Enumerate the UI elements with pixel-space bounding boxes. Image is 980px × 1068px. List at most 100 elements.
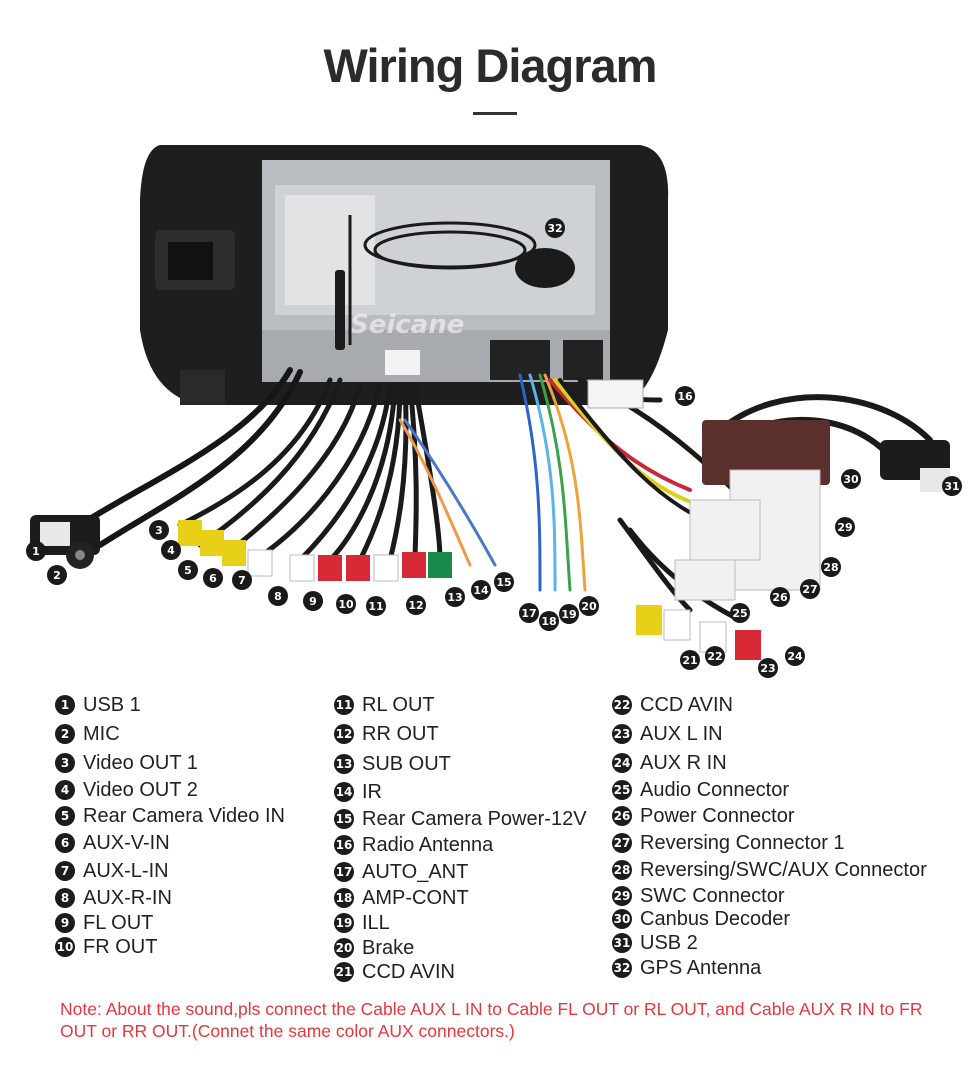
svg-text:12: 12: [408, 599, 423, 612]
legend-label: RL OUT: [362, 693, 435, 716]
legend-number-badge: 20: [334, 938, 354, 958]
svg-text:3: 3: [155, 524, 163, 537]
svg-text:4: 4: [167, 544, 175, 557]
svg-text:26: 26: [772, 591, 788, 604]
legend-number-badge: 27: [612, 833, 632, 853]
callout-23: 23: [758, 658, 778, 678]
svg-text:28: 28: [823, 561, 838, 574]
chassis: Seicane: [262, 160, 610, 382]
legend-item: 15 Rear Camera Power-12V: [334, 806, 587, 832]
callout-8: 8: [268, 586, 288, 606]
title-underline: [473, 112, 517, 115]
svg-text:31: 31: [944, 480, 959, 493]
legend-label: IR: [362, 780, 382, 803]
legend-label: SWC Connector: [640, 884, 785, 907]
legend-label: RR OUT: [362, 722, 439, 745]
legend-number-badge: 10: [55, 937, 75, 957]
legend-label: AMP-CONT: [362, 886, 469, 909]
legend-label: AUX R IN: [640, 751, 727, 774]
legend-number-badge: 9: [55, 913, 75, 933]
svg-text:17: 17: [521, 607, 536, 620]
legend-number-badge: 28: [612, 860, 632, 880]
svg-text:13: 13: [447, 591, 462, 604]
connectors: [30, 379, 950, 601]
legend-item: 26 Power Connector: [612, 803, 795, 829]
legend-number-badge: 12: [334, 724, 354, 744]
legend-number-badge: 15: [334, 809, 354, 829]
callout-21: 21: [680, 650, 700, 670]
callout-29: 29: [835, 517, 855, 537]
svg-text:2: 2: [53, 569, 61, 582]
svg-text:29: 29: [837, 521, 852, 534]
legend-label: Radio Antenna: [362, 833, 494, 856]
svg-text:16: 16: [677, 390, 693, 403]
callout-19: 19: [559, 604, 579, 624]
rca-plugs: [178, 520, 761, 660]
legend-number-badge: 13: [334, 754, 354, 774]
callout-11: 11: [366, 596, 386, 616]
legend-label: AUX-V-IN: [83, 831, 170, 854]
callout-15: 15: [494, 572, 514, 592]
legend-item: 6 AUX-V-IN: [55, 830, 170, 856]
callout-13: 13: [445, 587, 465, 607]
legend-number-badge: 22: [612, 695, 632, 715]
svg-text:8: 8: [274, 590, 282, 603]
legend-number-badge: 6: [55, 833, 75, 853]
callout-24: 24: [785, 646, 805, 666]
svg-text:20: 20: [581, 600, 597, 613]
callout-6: 6: [203, 568, 223, 588]
svg-text:25: 25: [732, 607, 747, 620]
callout-18: 18: [539, 611, 559, 631]
legend-label: Power Connector: [640, 804, 795, 827]
callout-20: 20: [579, 596, 599, 616]
legend-number-badge: 14: [334, 782, 354, 802]
legend-number-badge: 17: [334, 862, 354, 882]
legend-label: Brake: [362, 936, 415, 959]
callout-32: 32: [545, 218, 565, 238]
callout-31: 31: [942, 476, 962, 496]
callout-2: 2: [47, 565, 67, 585]
callout-16: 16: [675, 386, 695, 406]
callout-14: 14: [471, 580, 491, 600]
svg-text:11: 11: [368, 600, 383, 613]
legend-label: Audio Connector: [640, 778, 789, 801]
legend-label: GPS Antenna: [640, 956, 762, 979]
canbus-box: [702, 420, 830, 485]
callout-28: 28: [821, 557, 841, 577]
legend-number-badge: 30: [612, 909, 632, 929]
legend-number-badge: 3: [55, 753, 75, 773]
svg-text:22: 22: [707, 650, 722, 663]
legend-number-badge: 26: [612, 806, 632, 826]
callout-4: 4: [161, 540, 181, 560]
callout-30: 30: [841, 469, 861, 489]
callout-3: 3: [149, 520, 169, 540]
svg-text:7: 7: [238, 574, 246, 587]
legend-number-badge: 8: [55, 888, 75, 908]
legend-label: FR OUT: [83, 935, 158, 958]
legend-label: Rear Camera Video IN: [83, 804, 285, 827]
callout-12: 12: [406, 595, 426, 615]
callout-27: 27: [800, 579, 820, 599]
callout-9: 9: [303, 591, 323, 611]
legend-number-badge: 1: [55, 695, 75, 715]
svg-text:32: 32: [547, 222, 562, 235]
legend-label: Rear Camera Power-12V: [362, 807, 587, 830]
callout-22: 22: [705, 646, 725, 666]
svg-text:10: 10: [338, 598, 354, 611]
svg-text:18: 18: [541, 615, 556, 628]
legend-number-badge: 21: [334, 962, 354, 982]
